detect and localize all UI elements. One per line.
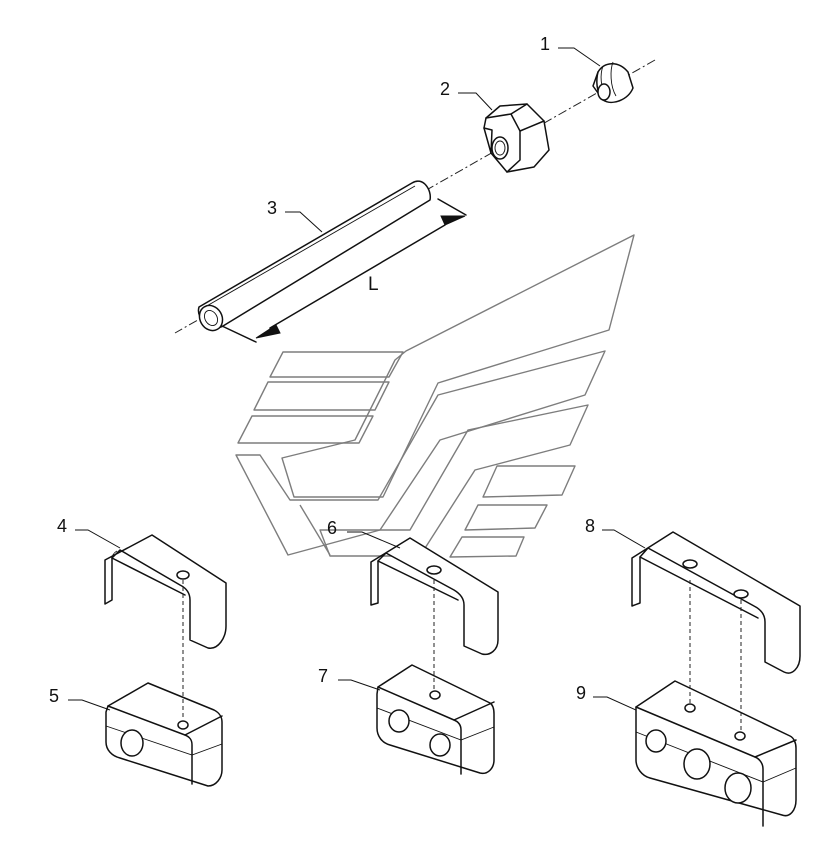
part-4-clamp-strap	[104, 534, 227, 649]
part-8-clamp-strap	[631, 531, 801, 674]
leader-lines	[68, 47, 646, 711]
part-7-clamp-block	[376, 664, 495, 775]
callout-6: 6	[327, 518, 337, 538]
dimension-label: L	[368, 274, 379, 295]
part-5-clamp-block	[105, 682, 223, 787]
callout-8: 8	[585, 516, 595, 536]
callout-9: 9	[576, 683, 586, 703]
callout-1: 1	[540, 34, 550, 54]
callout-4: 4	[57, 516, 67, 536]
part-3-pipe	[197, 180, 432, 332]
callout-7: 7	[318, 666, 328, 686]
callout-5: 5	[49, 686, 59, 706]
callout-2: 2	[440, 79, 450, 99]
dimension-L: L	[221, 198, 467, 343]
part-9-clamp-block	[635, 680, 797, 827]
callout-3: 3	[267, 198, 277, 218]
part-1-sleeve	[592, 61, 634, 104]
part-6-clamp-strap	[370, 537, 499, 656]
part-2-hex-nut	[483, 103, 550, 173]
brand-watermark-logo	[235, 234, 635, 558]
